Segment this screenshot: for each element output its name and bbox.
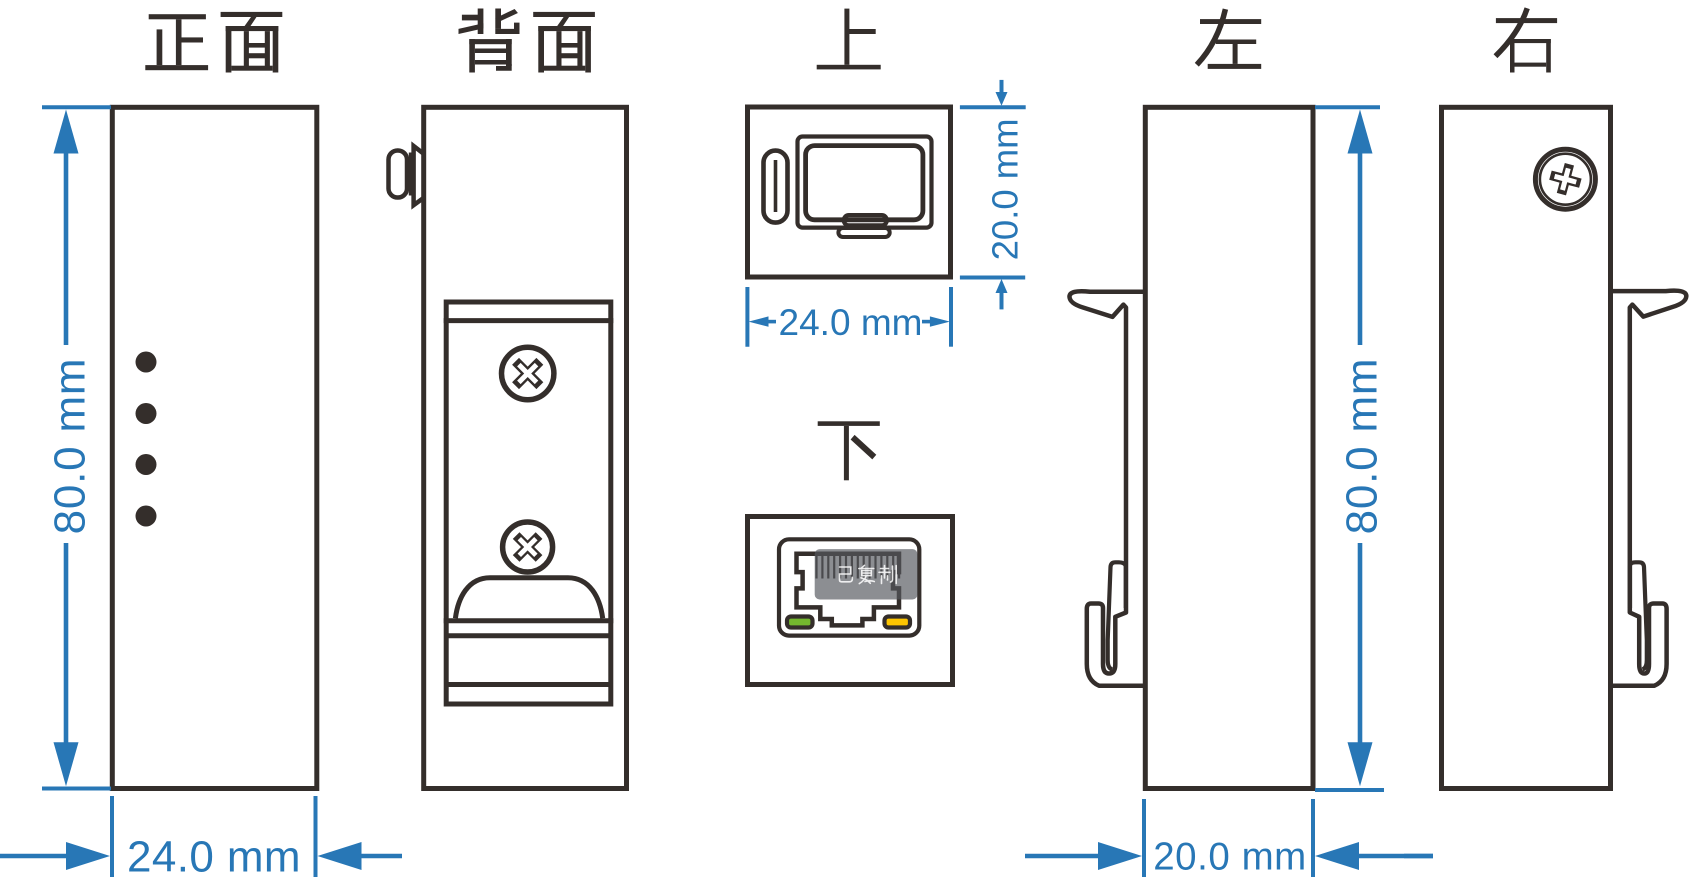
svg-text:20.0 mm: 20.0 mm — [1153, 836, 1307, 879]
svg-text:80.0 mm: 80.0 mm — [1338, 358, 1387, 535]
svg-text:24.0 mm: 24.0 mm — [779, 302, 923, 343]
svg-text:20.0 mm: 20.0 mm — [985, 118, 1026, 260]
svg-text:24.0 mm: 24.0 mm — [127, 833, 301, 882]
svg-text:80.0 mm: 80.0 mm — [46, 358, 95, 535]
